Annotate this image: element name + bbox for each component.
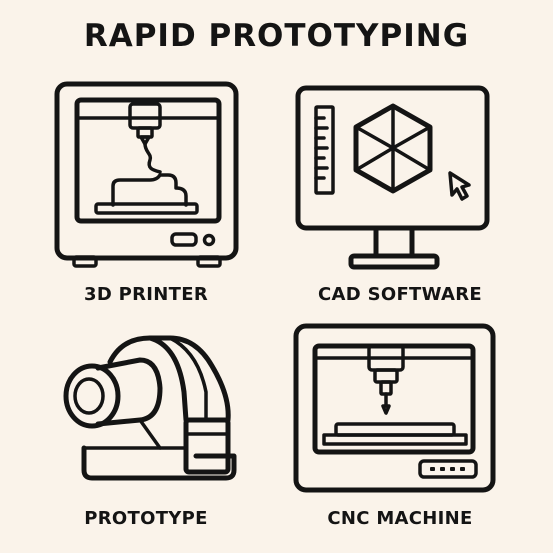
3d-printer-label: 3D PRINTER <box>84 284 208 305</box>
cnc-machine-icon <box>293 323 496 493</box>
page-title: RAPID PROTOTYPING <box>83 18 470 54</box>
cnc-machine-label: CNC MACHINE <box>327 508 473 529</box>
cad-software-icon <box>295 85 490 270</box>
prototype-label: PROTOTYPE <box>84 508 208 529</box>
prototype-part-icon <box>63 335 237 481</box>
cad-software-label: CAD SOFTWARE <box>318 284 482 305</box>
3d-printer-icon <box>54 81 239 268</box>
